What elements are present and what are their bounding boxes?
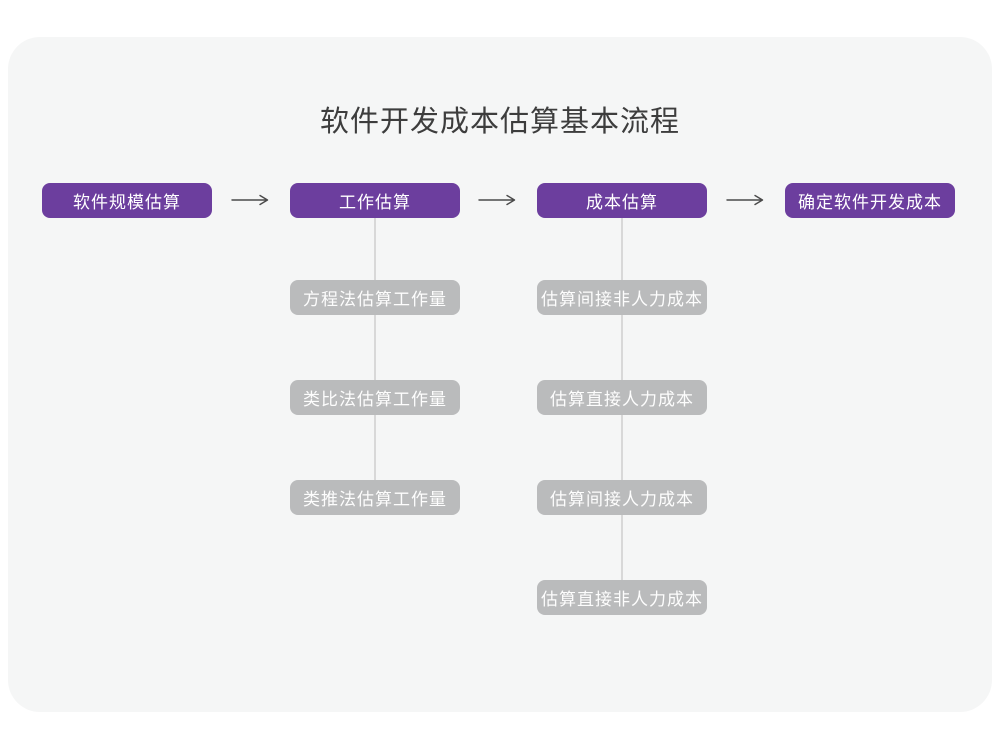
diagram-title: 软件开发成本估算基本流程 [319,106,680,138]
flow-node-label: 成本估算 [586,193,658,212]
sub-node-analogy-method: 类比法估算工作量 [290,380,460,415]
flow-node-label: 软件规模估算 [73,193,181,212]
flow-node-determine-dev-cost: 确定软件开发成本 [785,183,955,218]
flow-node-software-scale-estimation: 软件规模估算 [42,183,212,218]
sub-node-equation-method: 方程法估算工作量 [290,280,460,315]
right-arrow-icon [478,194,516,206]
flow-node-work-estimation: 工作估算 [290,183,460,218]
connector-line-work-estimation [374,218,376,480]
sub-node-indirect-labor-cost: 估算间接人力成本 [537,480,707,515]
sub-node-direct-nonlabor-cost: 估算直接非人力成本 [537,580,707,615]
flow-node-label: 确定软件开发成本 [798,193,942,212]
sub-node-direct-labor-cost: 估算直接人力成本 [537,380,707,415]
flow-node-label: 工作估算 [339,193,411,212]
sub-node-label: 方程法估算工作量 [303,290,447,309]
sub-node-label: 类比法估算工作量 [303,390,447,409]
sub-node-extrapolation-method: 类推法估算工作量 [290,480,460,515]
flow-node-cost-estimation: 成本估算 [537,183,707,218]
sub-node-label: 估算间接非人力成本 [541,290,703,309]
right-arrow-icon [231,194,269,206]
sub-node-label: 估算直接人力成本 [550,390,694,409]
sub-node-label: 类推法估算工作量 [303,490,447,509]
sub-node-indirect-nonlabor-cost: 估算间接非人力成本 [537,280,707,315]
right-arrow-icon [726,194,764,206]
flowchart-card [8,37,992,712]
sub-node-label: 估算直接非人力成本 [541,590,703,609]
sub-node-label: 估算间接人力成本 [550,490,694,509]
